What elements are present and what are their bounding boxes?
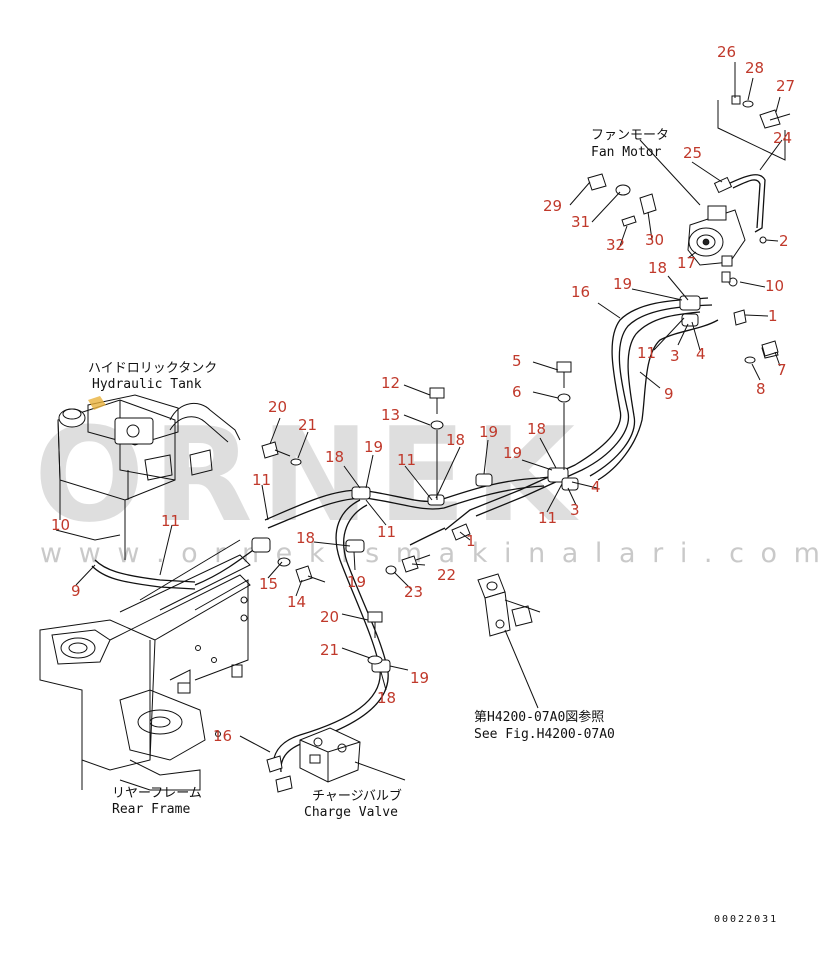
watermark-url: w w w . o r n e k i s m a k i n a l a r … — [40, 538, 832, 569]
callout-29: 29 — [543, 197, 562, 215]
callout-4-a: 4 — [696, 345, 706, 363]
callout-26: 26 — [717, 43, 736, 61]
charge-valve-label-en: Charge Valve — [304, 805, 398, 820]
fasteners — [261, 340, 779, 665]
callout-18-d: 18 — [527, 420, 546, 438]
fan-motor-label-en: Fan Motor — [591, 145, 662, 160]
callout-6: 6 — [512, 383, 522, 401]
see-fig-label-jp: 第H4200-07A0図参照 — [474, 709, 604, 725]
charge-valve-drawing — [275, 727, 361, 793]
callout-19-a: 19 — [613, 275, 632, 293]
callout-3-a: 3 — [670, 347, 680, 365]
hose-routing — [91, 295, 719, 773]
callout-18-a: 18 — [648, 259, 667, 277]
callout-22: 22 — [437, 566, 456, 584]
callout-11-f: 11 — [161, 512, 180, 530]
hydraulic-tank-drawing — [57, 394, 241, 560]
callout-31: 31 — [571, 213, 590, 231]
valve-block-drawing — [477, 573, 541, 709]
callout-11-b: 11 — [397, 451, 416, 469]
callout-32: 32 — [606, 236, 625, 254]
callout-17: 17 — [677, 254, 696, 272]
rear-frame-drawing — [39, 539, 251, 791]
callout-10-b: 10 — [51, 516, 70, 534]
callout-10-a: 10 — [765, 277, 784, 295]
callout-11-c: 11 — [538, 509, 557, 527]
callout-11-e: 11 — [252, 471, 271, 489]
callout-12: 12 — [381, 374, 400, 392]
callout-11-a: 11 — [637, 344, 656, 362]
document-number: 00022031 — [714, 914, 778, 925]
rear-frame-label-en: Rear Frame — [112, 802, 190, 817]
callout-9-a: 9 — [664, 385, 674, 403]
leader-lines — [55, 62, 783, 781]
callout-18-c: 18 — [446, 431, 465, 449]
fan-motor-drawing — [587, 95, 791, 364]
callout-1-b: 1 — [466, 532, 476, 550]
callout-24: 24 — [773, 129, 792, 147]
callout-19-b: 19 — [364, 438, 383, 456]
callout-21-b: 21 — [320, 641, 339, 659]
callout-11-d: 11 — [377, 523, 396, 541]
callout-19-f: 19 — [410, 669, 429, 687]
callout-8: 8 — [756, 380, 766, 398]
callout-20-b: 20 — [320, 608, 339, 626]
callout-5: 5 — [512, 352, 522, 370]
callout-18-f: 18 — [377, 689, 396, 707]
callout-28: 28 — [745, 59, 764, 77]
hydraulic-tank-label-jp: ハイドロリックタンク — [88, 361, 217, 376]
callout-7: 7 — [777, 361, 787, 379]
see-fig-label-en: See Fig.H4200-07A0 — [474, 727, 615, 742]
callout-18-b: 18 — [325, 448, 344, 466]
callout-19-e: 19 — [347, 573, 366, 591]
component-labels: ファンモータ Fan Motor ハイドロリックタンク Hydraulic Ta… — [88, 128, 778, 925]
callout-25: 25 — [683, 144, 702, 162]
callout-19-c: 19 — [479, 423, 498, 441]
callout-19-d: 19 — [503, 444, 522, 462]
callout-27: 27 — [776, 77, 795, 95]
fan-motor-label-jp: ファンモータ — [591, 128, 669, 143]
callout-30: 30 — [645, 231, 664, 249]
callout-16-b: 16 — [213, 727, 232, 745]
callout-18-e: 18 — [296, 529, 315, 547]
charge-valve-label-jp: チャージバルブ — [312, 788, 402, 804]
hydraulic-tank-label-en: Hydraulic Tank — [92, 377, 202, 392]
callout-2: 2 — [779, 232, 789, 250]
callout-23: 23 — [404, 583, 423, 601]
callout-14: 14 — [287, 593, 306, 611]
callout-3-b: 3 — [570, 501, 580, 519]
callout-20-a: 20 — [268, 398, 287, 416]
callout-1-a: 1 — [768, 307, 778, 325]
callout-9-b: 9 — [71, 582, 81, 600]
callouts: 26 28 27 24 25 29 31 32 30 17 2 18 19 10… — [51, 43, 795, 745]
rear-frame-label-jp: リヤーフレーム — [112, 786, 202, 801]
callout-16-a: 16 — [571, 283, 590, 301]
callout-13: 13 — [381, 406, 400, 424]
callout-4-b: 4 — [591, 478, 601, 496]
callout-15: 15 — [259, 575, 278, 593]
callout-21-a: 21 — [298, 416, 317, 434]
